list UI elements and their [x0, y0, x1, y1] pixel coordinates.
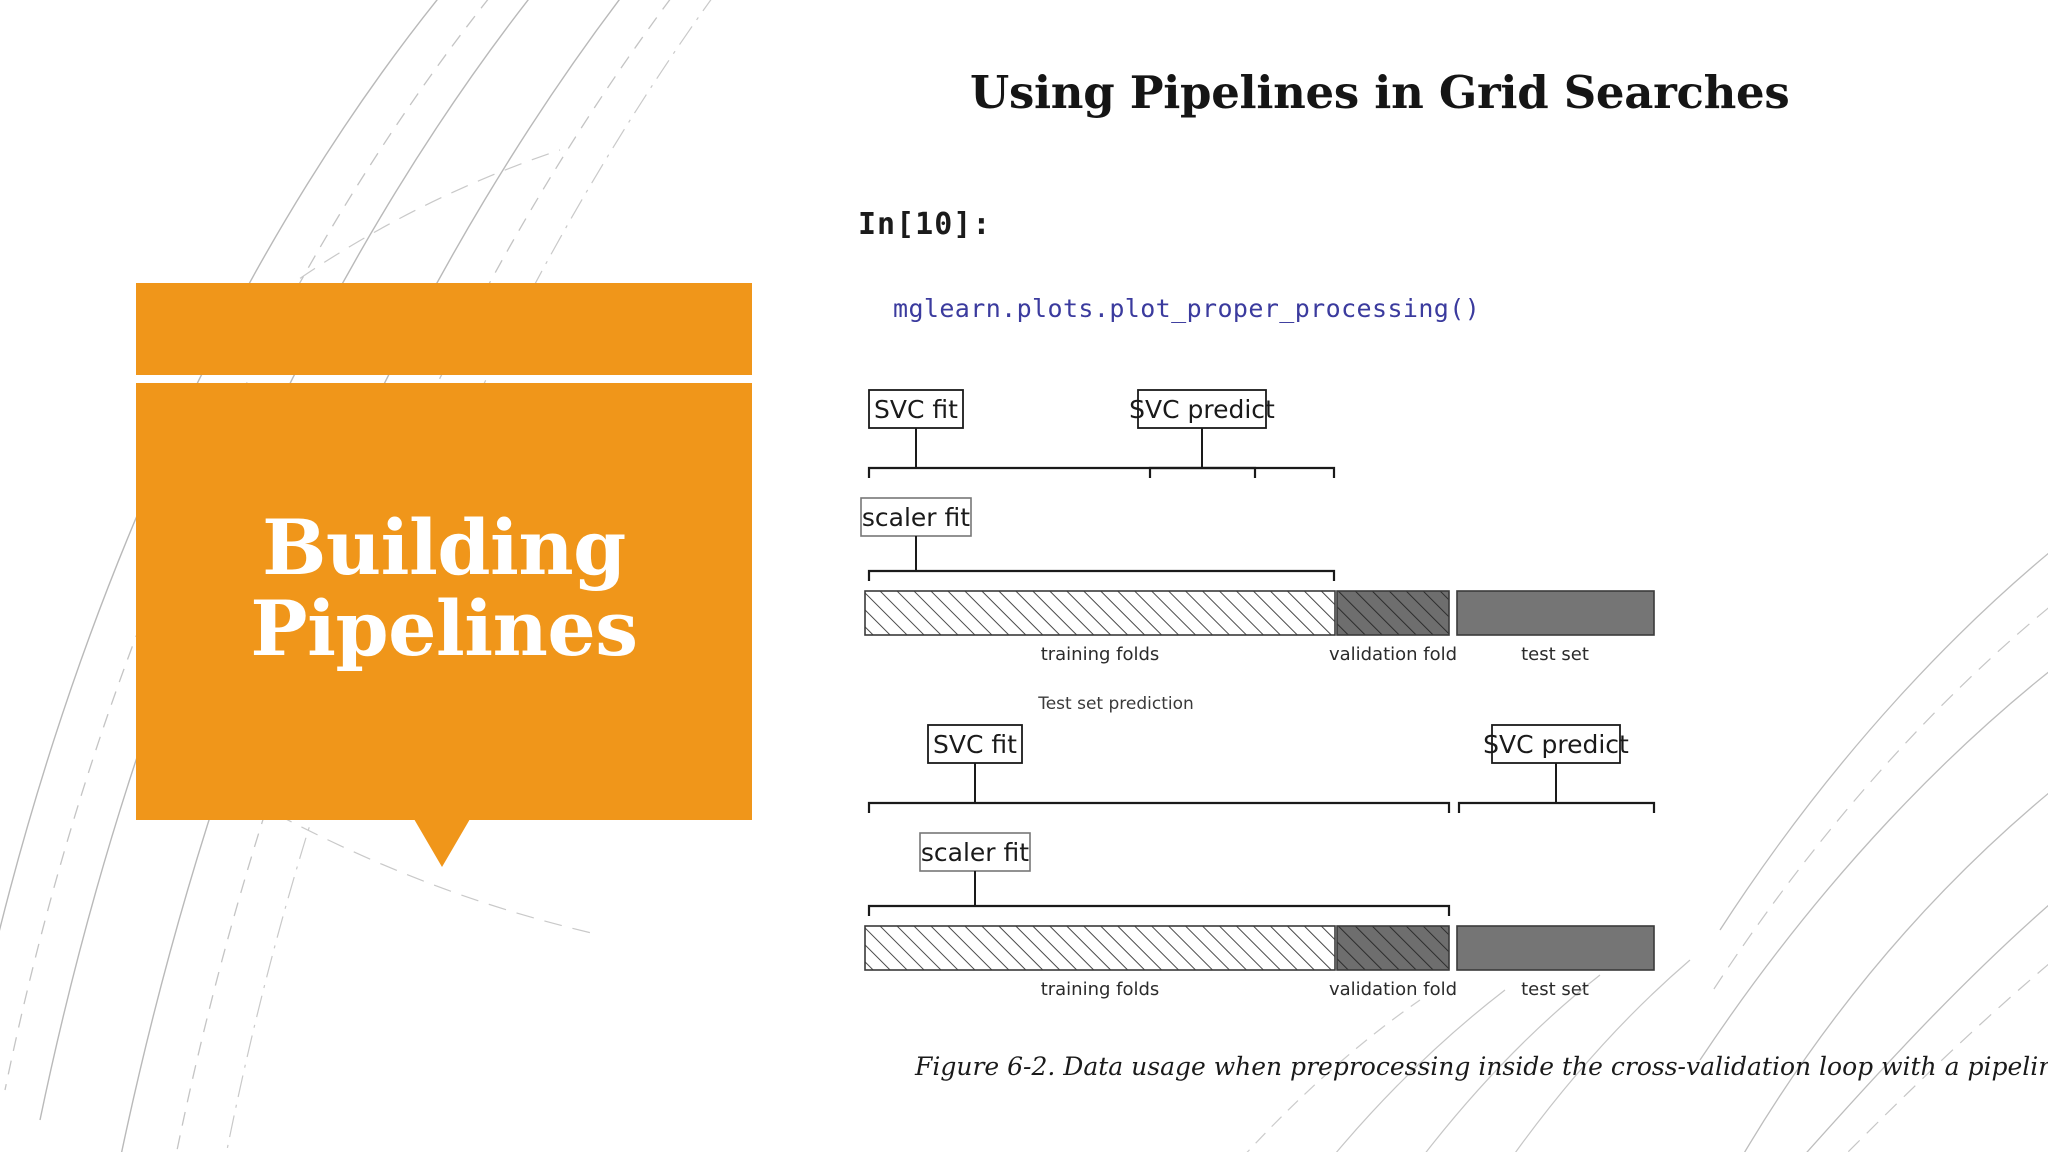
diagram-1-bar-test-set [1456, 590, 1655, 636]
diagram-2-svc-predict-bracket [1457, 801, 1656, 813]
callout-pointer [414, 819, 470, 867]
callout-accent-bar [136, 283, 752, 375]
diagram-2-bar-label-test-set: test set [1521, 979, 1589, 1000]
diagram-1-scaler-fit-box [860, 497, 972, 537]
diagram-1-svc-fit-label: SVC fit [874, 395, 958, 424]
diagram-test-set-prediction: Test set prediction SVC fit SVC predict … [864, 694, 1656, 1000]
diagram-1-scaler-fit-label: scaler fit [862, 503, 970, 532]
diagram-1-heading: Cross validation [1048, 380, 1184, 381]
diagram-1-svc-fit-box [868, 389, 964, 429]
diagram-2-bar-training-folds [864, 925, 1336, 971]
diagram-1-svc-predict-label: SVC predict [1129, 395, 1275, 424]
diagram-1-bar-training-folds [864, 590, 1336, 636]
diagram-2-bar-label-validation-fold: validation fold [1329, 979, 1457, 1000]
diagram-2-bar-label-training-folds: training folds [1041, 979, 1160, 1000]
page-title: Using Pipelines in Grid Searches [970, 66, 1790, 119]
diagram-2-bar-validation-fold [1336, 925, 1450, 971]
diagram-cross-validation: Cross validation SVC fit SVC predict sca… [860, 380, 1655, 665]
diagram-1-scaler-fit-bracket [867, 569, 1336, 581]
diagram-2-scaler-fit-label: scaler fit [921, 838, 1029, 867]
notebook-code-line[interactable]: mglearn.plots.plot_proper_processing() [893, 294, 1481, 323]
diagram-1-svc-fit-bracket [867, 466, 1336, 478]
notebook-input-prompt: In[10]: [858, 207, 992, 242]
diagram-1-svc-predict-bracket [1148, 466, 1257, 478]
diagram-2-scaler-fit-bracket [867, 904, 1451, 916]
diagram-2-svc-fit-label: SVC fit [933, 730, 1017, 759]
diagram-2-heading: Test set prediction [1037, 694, 1194, 714]
diagram-2-svc-predict-box [1491, 724, 1621, 764]
diagram-2-svc-predict-label: SVC predict [1483, 730, 1629, 759]
diagram-2-svc-fit-box [927, 724, 1023, 764]
diagram-1-bar-label-validation-fold: validation fold [1329, 644, 1457, 665]
diagram-1-bar-validation-fold [1336, 590, 1450, 636]
figure-diagram: Cross validation SVC fit SVC predict sca… [860, 380, 1656, 1000]
diagram-1-bar-label-test-set: test set [1521, 644, 1589, 665]
diagram-1-bar-label-training-folds: training folds [1041, 644, 1160, 665]
diagram-2-bar-test-set [1456, 925, 1655, 971]
figure-caption: Figure 6-2. Data usage when preprocessin… [915, 1052, 2048, 1081]
diagram-2-svc-fit-bracket [867, 801, 1451, 813]
